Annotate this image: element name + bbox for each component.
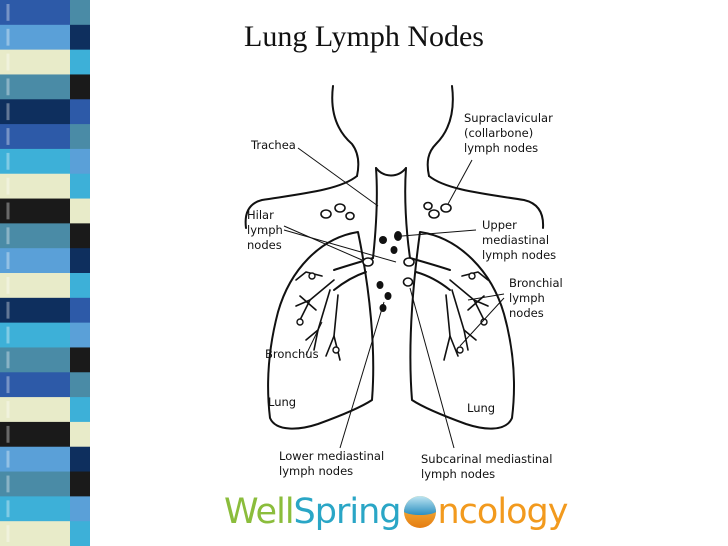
strip-block <box>0 322 70 348</box>
strip-block <box>0 347 70 373</box>
strip-block <box>0 421 70 448</box>
trachea-label: Trachea <box>251 138 296 152</box>
strip-edge-block <box>70 496 90 522</box>
logo-text-oncology: ncology <box>437 492 569 532</box>
strip-block <box>0 124 70 150</box>
strip-edge-block <box>70 49 90 75</box>
strip-edge-block <box>70 24 90 51</box>
strip-block <box>0 223 70 249</box>
decorative-left-strip <box>0 0 90 546</box>
lower-mediastinal-label: Lower mediastinal lymph nodes <box>279 449 385 478</box>
strip-block <box>0 198 70 224</box>
strip-edge-block <box>70 372 90 398</box>
left-lung <box>267 231 375 430</box>
strip-block <box>0 0 70 26</box>
strip-edge-block <box>70 148 90 175</box>
hilar-label: Hilar lymph nodes <box>247 208 283 252</box>
right-bronchial-tree <box>443 271 489 361</box>
strip-edge-block <box>70 0 90 26</box>
supraclavicular-nodes <box>320 201 452 221</box>
trachea <box>372 167 411 259</box>
subcarinal-label: Subcarinal mediastinal lymph nodes <box>421 452 553 481</box>
wellspring-oncology-logo: WellSpring ncology <box>224 488 569 534</box>
strip-block <box>0 24 70 51</box>
strip-block <box>0 273 70 299</box>
strip-block <box>0 446 70 473</box>
bronchial-nodes <box>296 272 488 354</box>
strip-edge-block <box>70 521 90 546</box>
bronchial-label: Bronchial lymph nodes <box>509 276 563 320</box>
strip-block <box>0 372 70 398</box>
strip-block <box>0 74 70 100</box>
strip-edge-block <box>70 173 90 200</box>
logo-text-spring: Spring <box>293 492 402 532</box>
strip-edge-block <box>70 446 90 473</box>
strip-pattern <box>0 0 90 546</box>
strip-edge-block <box>70 124 90 150</box>
right-lung-label: Lung <box>467 401 496 415</box>
strip-block <box>0 148 70 175</box>
strip-edge-block <box>70 322 90 348</box>
strip-edge-block <box>70 248 90 274</box>
strip-block <box>0 471 70 497</box>
strip-edge-block <box>70 223 90 249</box>
strip-edge-block <box>70 74 90 100</box>
left-shoulder <box>244 175 358 229</box>
right-lung <box>409 231 515 430</box>
right-shoulder <box>428 175 545 229</box>
strip-block <box>0 521 70 546</box>
strip-block <box>0 49 70 75</box>
supraclavicular-label: Supraclavicular (collarbone) lymph nodes <box>464 111 553 155</box>
strip-edge-block <box>70 421 90 448</box>
subcarinal-node <box>402 277 414 287</box>
lower-mediastinal-nodes <box>376 281 392 312</box>
strip-edge-block <box>70 198 90 224</box>
strip-block <box>0 173 70 200</box>
head-outline <box>331 85 360 177</box>
logo-text-well: Well <box>224 492 295 532</box>
upper-mediastinal-label: Upper mediastinal lymph nodes <box>482 218 557 262</box>
upper-mediastinal-nodes <box>379 231 402 254</box>
strip-edge-block <box>70 347 90 373</box>
strip-edge-block <box>70 297 90 324</box>
trachea-top <box>375 167 407 177</box>
slide-title: Lung Lymph Nodes <box>244 20 484 53</box>
strip-block <box>0 496 70 522</box>
strip-edge-block <box>70 397 90 423</box>
strip-edge-block <box>70 273 90 299</box>
leader-lines <box>283 147 505 449</box>
strip-edge-block <box>70 99 90 125</box>
hilar-nodes <box>362 257 415 267</box>
strip-block <box>0 297 70 324</box>
strip-block <box>0 99 70 125</box>
strip-block <box>0 397 70 423</box>
head-outline-right <box>426 85 454 177</box>
left-lung-label: Lung <box>268 395 297 409</box>
bronchus-label: Bronchus <box>265 347 319 361</box>
strip-block <box>0 248 70 274</box>
logo-globe-icon <box>403 495 437 529</box>
strip-edge-block <box>70 471 90 497</box>
